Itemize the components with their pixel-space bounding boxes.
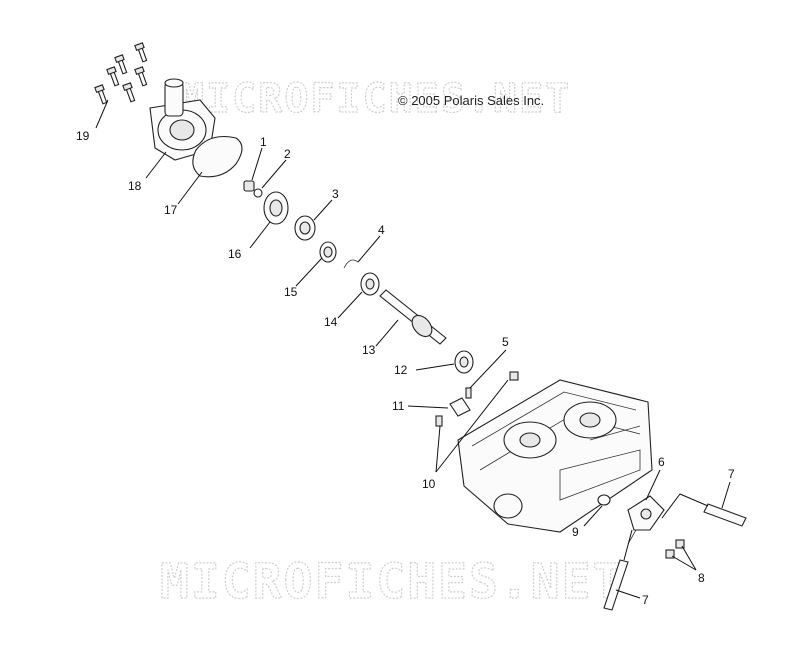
- bolt-8b: [675, 539, 685, 549]
- copyright-text: © 2005 Polaris Sales Inc.: [398, 93, 544, 108]
- callout-7-lower: 7: [642, 593, 649, 607]
- pump-cover-18: [149, 78, 216, 161]
- snap-ring-4: [343, 259, 359, 269]
- callout-12: 12: [394, 363, 408, 377]
- callout-6: 6: [658, 455, 665, 469]
- fitting-11: [449, 387, 472, 417]
- callout-15: 15: [284, 285, 298, 299]
- oil-pump-6: [627, 495, 665, 545]
- callout-19: 19: [76, 129, 90, 143]
- leader-lines: [95, 99, 731, 599]
- nut-1: [243, 180, 255, 192]
- crankcase: [457, 379, 653, 533]
- fitting-10a: [435, 415, 443, 427]
- callout-17: 17: [164, 203, 178, 217]
- washer-2: [253, 188, 263, 198]
- callout-8: 8: [698, 571, 705, 585]
- gasket-17: [192, 135, 243, 178]
- callout-4: 4: [378, 223, 385, 237]
- o-ring-9: [597, 494, 611, 506]
- callout-10: 10: [422, 477, 436, 491]
- bolt-8a: [665, 549, 675, 559]
- bolt-group-19: [94, 42, 148, 105]
- watermark-bottom: MICROFICHES.NET: [160, 554, 623, 610]
- callout-7-upper: 7: [728, 467, 735, 481]
- bearing-15: [319, 241, 337, 263]
- seal-12: [454, 350, 474, 374]
- callout-11: 11: [392, 399, 405, 413]
- callout-18: 18: [128, 179, 142, 193]
- callout-3: 3: [332, 187, 339, 201]
- shaft-13: [379, 289, 447, 345]
- callout-2: 2: [284, 147, 291, 161]
- watermark-top: MICROFICHES.NET: [180, 76, 571, 122]
- bearing-14: [360, 272, 380, 296]
- callout-9: 9: [572, 525, 579, 539]
- cable-7-lower: [603, 529, 633, 611]
- impeller-16: [263, 191, 289, 225]
- callout-14: 14: [324, 315, 338, 329]
- callout-16: 16: [228, 247, 242, 261]
- cable-7-upper: [661, 493, 747, 527]
- callout-1: 1: [260, 135, 267, 149]
- fitting-10b: [509, 371, 519, 381]
- callout-13: 13: [362, 343, 376, 357]
- callout-5: 5: [502, 335, 509, 349]
- seal-3: [294, 215, 316, 241]
